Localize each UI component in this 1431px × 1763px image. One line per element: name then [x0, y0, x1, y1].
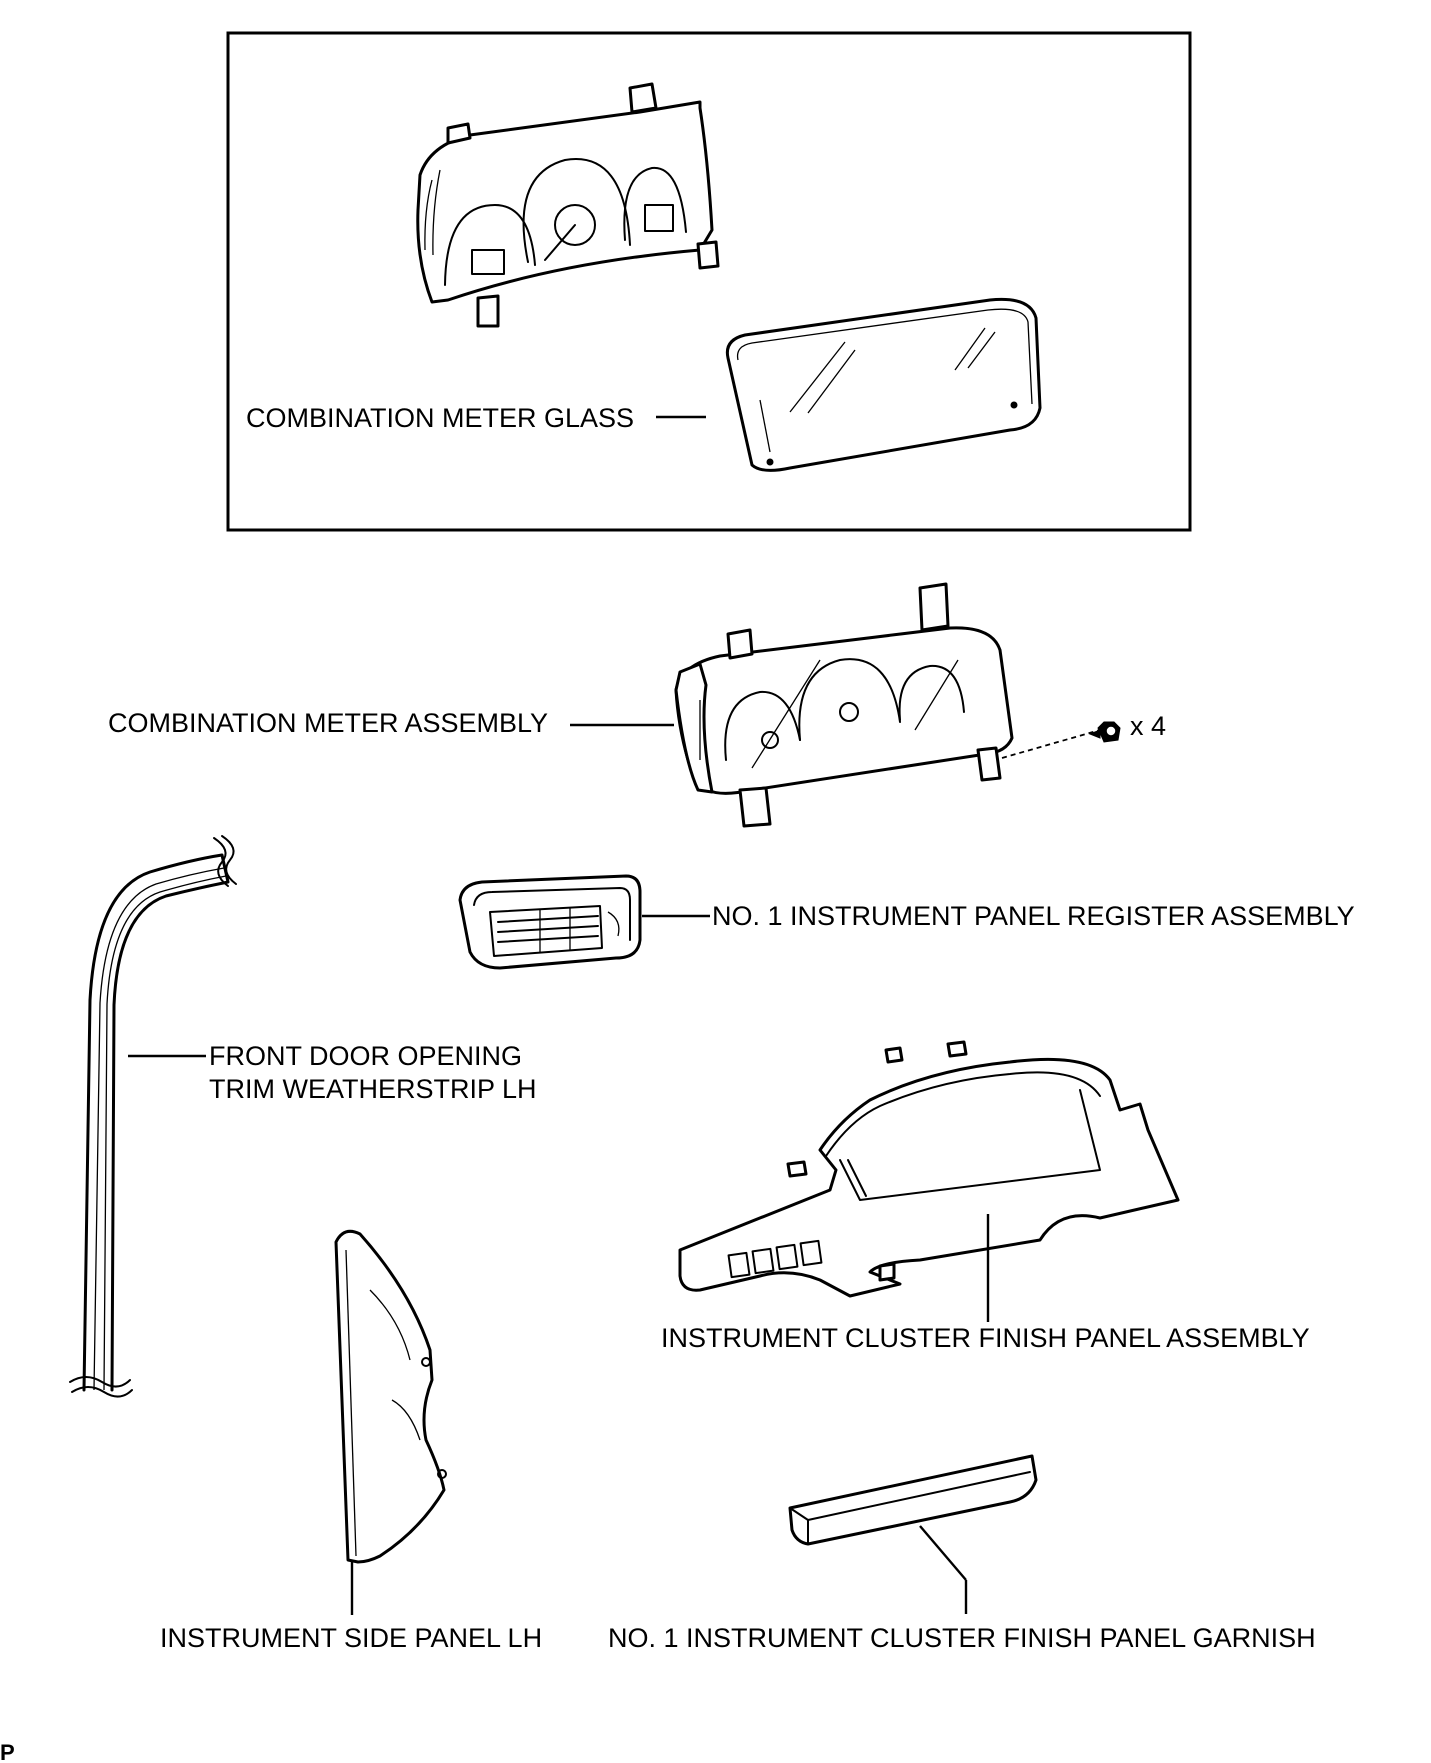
meter-glass-illustration — [725, 297, 1042, 472]
label-side-panel-lh: INSTRUMENT SIDE PANEL LH — [160, 1623, 542, 1653]
screw-icon — [1088, 721, 1121, 743]
garnish-illustration — [788, 1454, 1038, 1546]
inset-frame — [226, 31, 1192, 532]
label-finish-panel-garnish: NO. 1 INSTRUMENT CLUSTER FINISH PANEL GA… — [608, 1623, 1316, 1653]
finish-panel-illustration — [678, 1040, 1180, 1298]
combination-meter-assembly-illustration — [674, 582, 1014, 828]
footer-mark: P — [0, 1740, 15, 1763]
label-combination-meter-glass: COMBINATION METER GLASS — [246, 403, 634, 433]
label-combination-meter-assembly: COMBINATION METER ASSEMBLY — [108, 708, 548, 738]
label-finish-panel-assembly: INSTRUMENT CLUSTER FINISH PANEL ASSEMBLY — [661, 1323, 1310, 1353]
side-panel-illustration — [334, 1229, 447, 1564]
label-register-assembly: NO. 1 INSTRUMENT PANEL REGISTER ASSEMBLY — [712, 901, 1355, 931]
label-screw-quantity: x 4 — [1130, 711, 1166, 741]
label-weatherstrip-line2: TRIM WEATHERSTRIP LH — [209, 1074, 537, 1104]
weatherstrip-illustration — [69, 835, 237, 1398]
combination-meter-illustration — [416, 82, 720, 328]
screw-dashed-line — [1001, 729, 1101, 759]
leader-garnish-diagonal — [919, 1525, 967, 1581]
register-illustration — [458, 874, 642, 970]
label-weatherstrip-line1: FRONT DOOR OPENING — [209, 1041, 522, 1071]
